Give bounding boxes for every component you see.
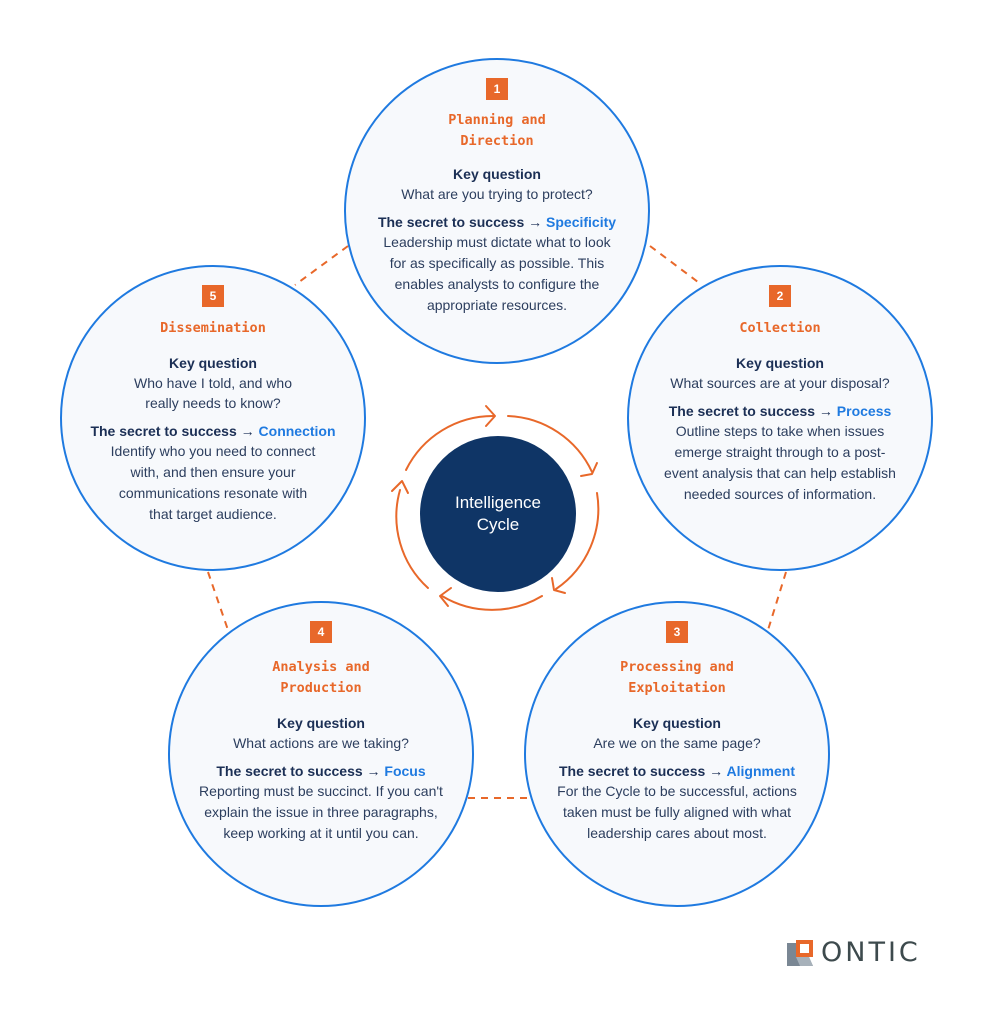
connector-5-4 (207, 571, 229, 631)
stage-title: Collection (739, 320, 821, 336)
key-question-text: What actions are we taking? (233, 735, 409, 751)
secret-keyword: Alignment (726, 763, 795, 779)
ontic-logo-icon (787, 940, 813, 966)
stage-description: For the Cycle to be successful, actions … (557, 783, 797, 841)
stage-body: Key question What sources are at your di… (647, 353, 913, 505)
stage-1-planning-direction: 1 Planning and Direction Key question Wh… (344, 58, 650, 364)
secret-to-success: The secret to success → Alignment (544, 761, 810, 781)
dashed-connectors (207, 245, 787, 799)
stage-number-badge: 3 (666, 621, 688, 643)
stage-2-collection: 2 Collection Key question What sources a… (627, 265, 933, 571)
secret-keyword: Specificity (546, 214, 617, 230)
stage-number-badge: 4 (310, 621, 332, 643)
key-question-text: Who have I told, and who really needs to… (134, 375, 292, 411)
stage-4-analysis-production: 4 Analysis and Production Key question W… (168, 601, 474, 907)
key-question-text: What sources are at your disposal? (670, 375, 890, 391)
arrow-right-icon: → (366, 763, 381, 779)
logo-wordmark: ONTIC (821, 937, 921, 968)
key-question-text: What are you trying to protect? (401, 186, 593, 202)
ontic-logo: ONTIC (787, 937, 921, 969)
stage-body: Key question What actions are we taking?… (188, 713, 454, 844)
arrow-right-icon: → (818, 403, 833, 419)
secret-to-success: The secret to success → Connection (80, 421, 346, 441)
secret-keyword: Connection (258, 423, 336, 439)
secret-keyword: Process (836, 403, 892, 419)
secret-prefix: The secret to success (90, 423, 237, 439)
intelligence-cycle-hub: Intelligence Cycle (420, 436, 576, 592)
secret-prefix: The secret to success (377, 214, 525, 230)
secret-prefix: The secret to success (216, 763, 363, 779)
stage-body: Key question What are you trying to prot… (364, 164, 630, 316)
connector-5-1 (294, 245, 349, 286)
key-question-label: Key question (169, 355, 257, 371)
secret-prefix: The secret to success (558, 763, 706, 779)
arrow-right-icon: → (528, 214, 543, 230)
connector-2-3 (767, 571, 787, 631)
stage-title: Processing and Exploitation (620, 659, 734, 696)
key-question-label: Key question (736, 355, 824, 371)
stage-description: Leadership must dictate what to look for… (383, 234, 611, 313)
stage-description: Reporting must be succinct. If you can't… (199, 783, 443, 841)
stage-body: Key question Are we on the same page? Th… (544, 713, 810, 844)
key-question-label: Key question (453, 166, 541, 182)
stage-3-processing-exploitation: 3 Processing and Exploitation Key questi… (524, 601, 830, 907)
stage-description: Identify who you need to connect with, a… (110, 443, 316, 522)
secret-to-success: The secret to success → Focus (188, 761, 454, 781)
stage-number-badge: 1 (486, 78, 508, 100)
secret-to-success: The secret to success → Specificity (364, 212, 630, 232)
key-question-label: Key question (277, 715, 365, 731)
stage-body: Key question Who have I told, and who re… (80, 353, 346, 525)
stage-number-badge: 5 (202, 285, 224, 307)
key-question-text: Are we on the same page? (593, 735, 761, 751)
secret-to-success: The secret to success → Process (647, 401, 913, 421)
stage-title: Dissemination (160, 320, 266, 336)
secret-prefix: The secret to success (668, 403, 816, 419)
stage-number-badge: 2 (769, 285, 791, 307)
cycle-arrows-icon (391, 405, 600, 611)
stage-title: Planning and Direction (448, 112, 546, 149)
key-question-label: Key question (633, 715, 721, 731)
stage-5-dissemination: 5 Dissemination Key question Who have I … (60, 265, 366, 571)
connector-1-2 (649, 245, 703, 286)
stage-title: Analysis and Production (272, 659, 370, 696)
secret-keyword: Focus (384, 763, 426, 779)
stage-description: Outline steps to take when issues emerge… (664, 423, 896, 502)
arrow-right-icon: → (709, 763, 724, 779)
arrow-right-icon: → (240, 423, 255, 439)
